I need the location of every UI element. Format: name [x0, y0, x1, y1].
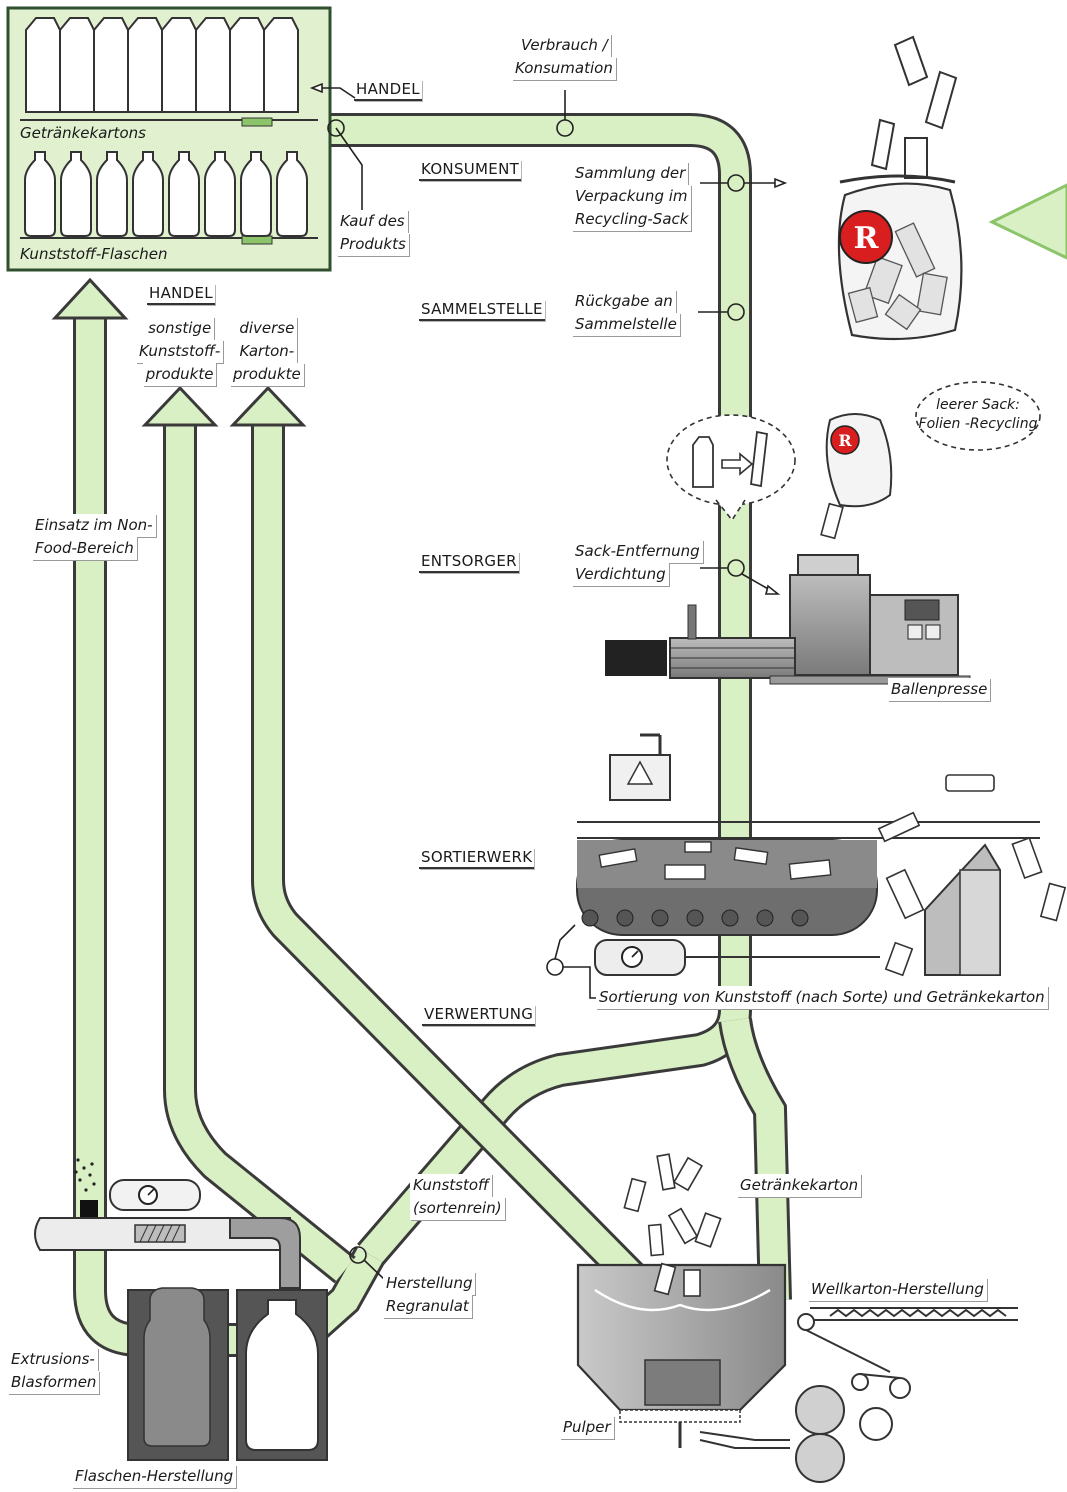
- stage-sortierwerk: SORTIERWERK: [419, 848, 535, 869]
- bubble-empty-bag-text: leerer Sack:Folien -Recycling: [918, 397, 1038, 432]
- pulper-icon: [576, 1153, 787, 1448]
- label-ballenpresse: Ballenpresse: [888, 678, 991, 701]
- granulate-dots: [74, 1158, 96, 1192]
- corrugator-icon: [699, 1307, 1018, 1483]
- label-sortierung: Sortierung von Kunststoff (nach Sorte) u…: [596, 986, 1048, 1009]
- flow-bands: [51, 113, 792, 1357]
- shelf-cartons-label: Getränkekartons: [20, 124, 146, 142]
- small-bag-icon: R: [820, 413, 893, 540]
- stage-handel-left: HANDEL: [147, 284, 215, 305]
- green-pointer-icon: [988, 183, 1067, 260]
- stage-verwertung: VERWERTUNG: [422, 1005, 536, 1026]
- svg-text:R: R: [838, 431, 852, 450]
- bottles-icon: [24, 151, 308, 237]
- stage-konsument: KONSUMENT: [419, 160, 522, 181]
- extruder-icon: [34, 1179, 328, 1461]
- shelf-bottles-label: Kunststoff-Flaschen: [20, 245, 168, 263]
- sorting-conveyor-icon: [576, 733, 1067, 977]
- stage-entsorger: ENTSORGER: [419, 552, 519, 573]
- stage-sammelstelle: SAMMELSTELLE: [419, 300, 545, 321]
- bubble-empty-bag: [915, 381, 1041, 451]
- label-wellkarton: Wellkarton-Herstellung: [808, 1278, 987, 1301]
- bag-logo-letter: R: [854, 221, 880, 256]
- arrow-head-diverse: [229, 385, 307, 427]
- label-verbrauch: Verbrauch /Konsumation: [512, 34, 616, 80]
- label-pulper: Pulper: [560, 1416, 614, 1439]
- stage-handel-top: HANDEL: [354, 80, 422, 101]
- cartons-icon: [25, 17, 299, 113]
- recycling-bag-icon: R: [837, 35, 963, 341]
- label-flaschen-herstellung: Flaschen-Herstellung: [72, 1465, 237, 1488]
- arrow-head-sonstige: [141, 385, 219, 427]
- bubble-carton-to-flat: [666, 414, 796, 522]
- label-getraenkekarton: Getränkekarton: [737, 1174, 862, 1197]
- label-extrusion: Extrusions-Blasformen: [8, 1348, 100, 1394]
- arrow-head-nonfood: [51, 277, 129, 320]
- shelf-panel: [6, 6, 332, 272]
- baler-icon: [605, 554, 971, 685]
- label-non-food: Einsatz im Non-Food-Bereich: [32, 514, 156, 560]
- label-kunststoff: Kunststoff(sortenrein): [410, 1174, 505, 1220]
- step-markers: [309, 82, 788, 1281]
